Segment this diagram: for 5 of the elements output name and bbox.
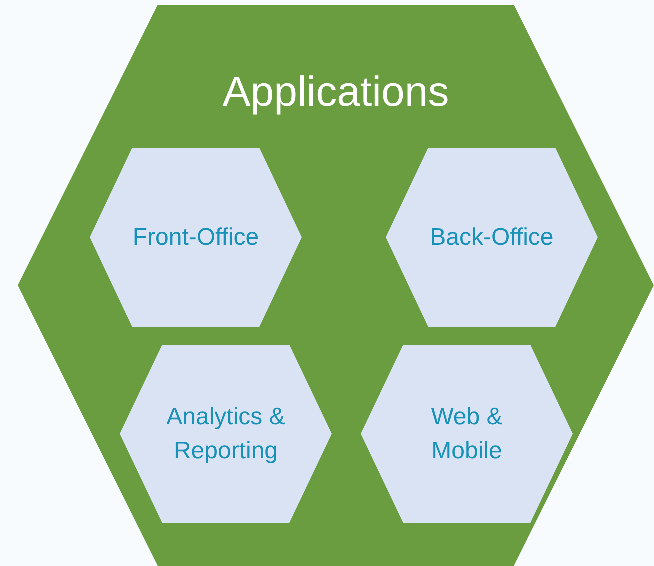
hexagon-label: Back-Office [429, 222, 555, 253]
panel-title: Applications [222, 67, 450, 117]
hexagon-label: Analytics & Reporting [166, 402, 286, 466]
hexagon-label: Front-Office [132, 222, 260, 253]
hexagon-label: Web & Mobile [430, 402, 504, 466]
